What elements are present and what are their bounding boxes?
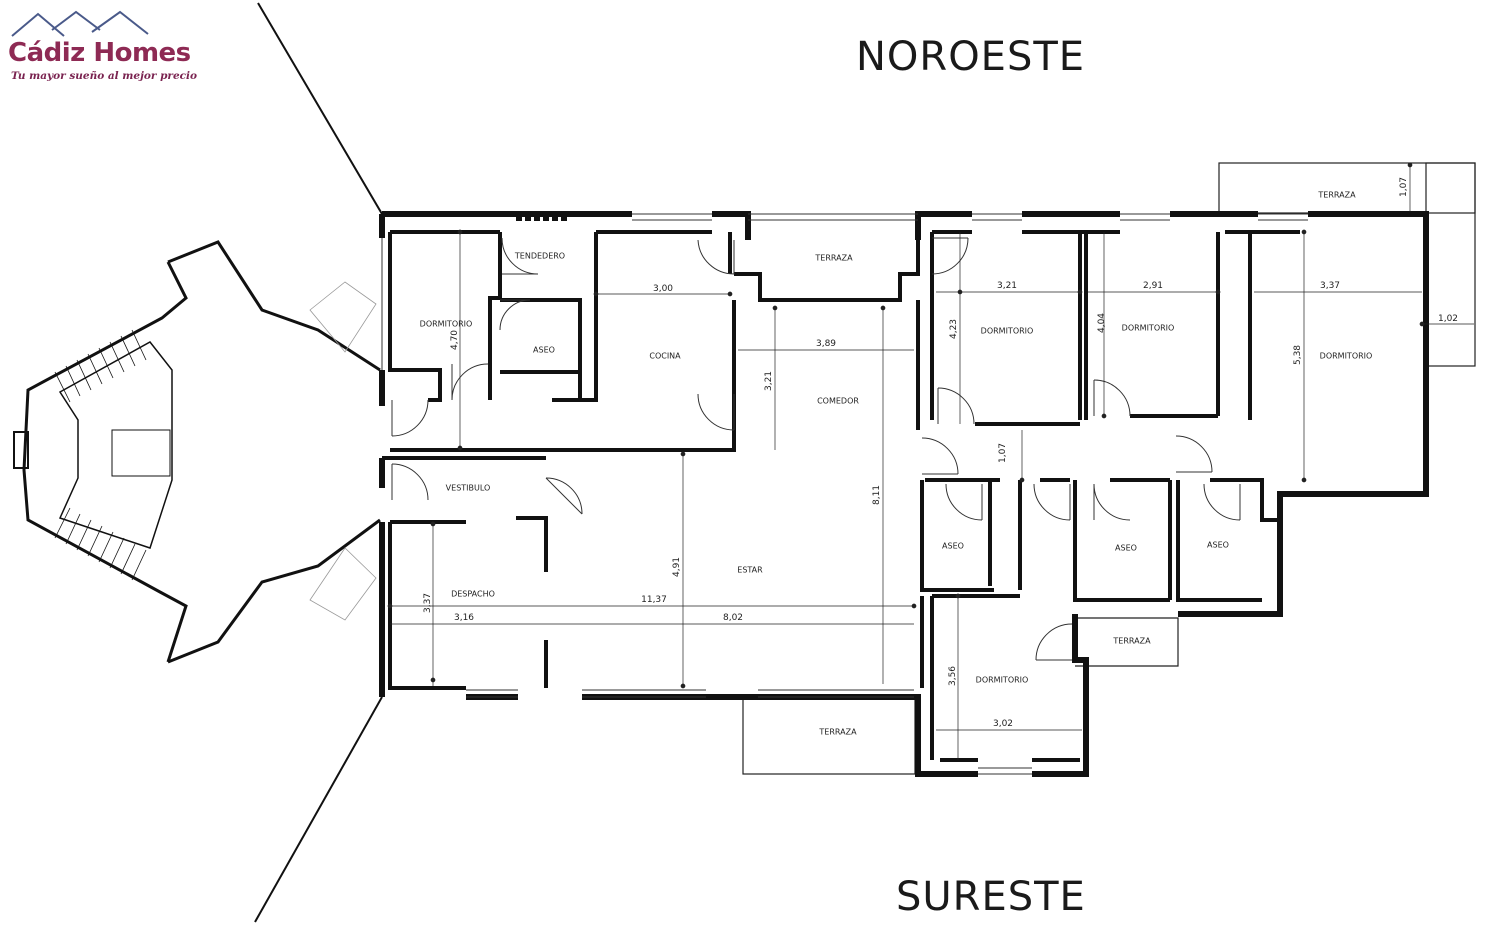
room-label-dormitorio: DORMITORIO [1121,323,1175,333]
room-label-dormitorio: DORMITORIO [980,326,1034,336]
room-label-dormitorio: DORMITORIO [419,319,473,329]
room-label-comedor: COMEDOR [817,396,859,406]
dimension-label: 1,07 [1399,176,1409,198]
room-label-aseo: ASEO [533,345,555,355]
dimension-label: 4,23 [949,318,959,340]
room-label-aseo: ASEO [942,541,964,551]
exterior-walls [379,211,1429,777]
entrance-wing [13,240,381,664]
room-label-despacho: DESPACHO [451,589,495,599]
logo-brand: Cádiz Homes [8,38,191,68]
door-swings [391,237,1241,661]
dimension-label: 3,21 [996,281,1018,291]
company-logo: Cádiz Homes Tu mayor sueño al mejor prec… [8,10,197,90]
dimension-label: 3,37 [423,592,433,614]
dimension-label: 3,00 [652,284,674,294]
dimension-label: 3,16 [453,613,475,623]
dimension-label: 3,56 [948,665,958,687]
dimension-label: 4,04 [1097,312,1107,334]
compass-south: SURESTE [896,874,1086,920]
room-label-dormitorio: DORMITORIO [975,675,1029,685]
dimension-label: 4,70 [450,329,460,351]
room-label-aseo: ASEO [1207,540,1229,550]
room-label-cocina: COCINA [649,351,681,361]
dimension-label: 8,11 [872,484,882,506]
room-label-terraza: TERRAZA [1318,190,1356,200]
dimension-label: 1,02 [1437,314,1459,324]
dimension-label: 3,37 [1319,281,1341,291]
terrace-outlines [742,162,1476,775]
room-label-estar: ESTAR [737,565,763,575]
dimension-lines [387,162,1474,760]
compass-north: NOROESTE [856,34,1086,80]
dimension-label: 5,38 [1293,344,1303,366]
room-label-terraza: TERRAZA [819,727,857,737]
dimension-label: 8,02 [722,613,744,623]
interior-walls [382,230,1300,762]
dimension-label: 3,89 [815,339,837,349]
dimension-label: 2,91 [1142,281,1164,291]
room-label-aseo: ASEO [1115,543,1137,553]
dimension-label: 11,37 [641,595,667,605]
dimension-label: 4,91 [672,556,682,578]
site-boundary-lines [254,2,383,923]
tendedero-vents [516,213,567,221]
dimension-label: 1,07 [998,442,1008,464]
room-label-vestibulo: VESTIBULO [445,483,491,493]
room-label-terraza: TERRAZA [815,253,853,263]
logo-tagline: Tu mayor sueño al mejor precio [11,70,198,82]
windows [381,213,1308,775]
room-label-terraza: TERRAZA [1113,636,1151,646]
room-label-dormitorio: DORMITORIO [1319,351,1373,361]
dimension-label: 3,02 [992,719,1014,729]
room-label-tendedero: TENDEDERO [514,251,566,261]
dimension-label: 3,21 [764,370,774,392]
house-roof-icon [11,10,149,37]
